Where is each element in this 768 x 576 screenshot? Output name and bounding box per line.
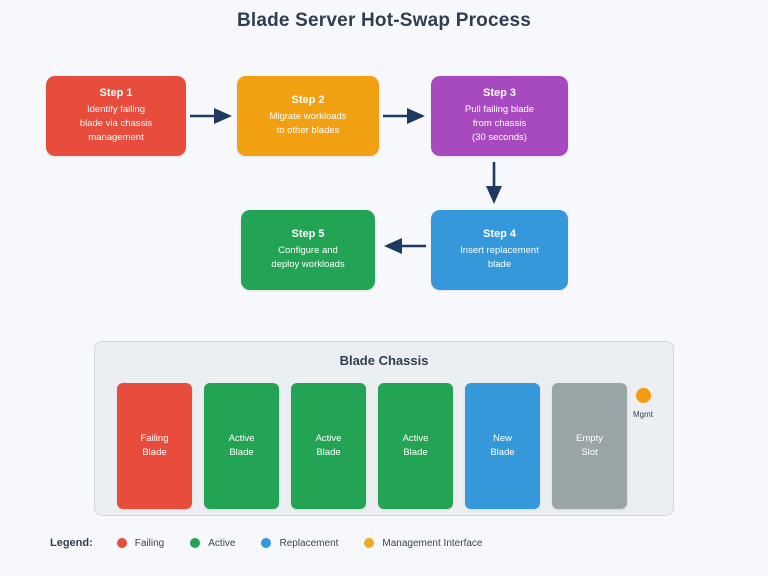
flow-step-5-description: Configure and deploy workloads: [271, 244, 344, 272]
blade-slot-3-line-2: Blade: [316, 447, 341, 458]
arrow-down-step3-to-step4-icon: [486, 162, 502, 204]
flow-step-1-title: Step 1: [99, 87, 133, 100]
flow-step-2-line-1: Migrate workloads: [269, 111, 347, 123]
legend-item-active: Active: [190, 538, 235, 549]
blade-chassis-panel: Blade Chassis Failing Blade Active Blade…: [94, 341, 674, 516]
arrow-right-step1-to-step2-icon: [190, 108, 232, 124]
legend-text-management-interface: Management Interface: [382, 537, 483, 549]
legend-item-replacement: Replacement: [261, 538, 338, 549]
legend-text-replacement: Replacement: [279, 537, 339, 549]
blade-slot-6-line-2: Slot: [581, 447, 598, 458]
blade-slot-5-new[interactable]: New Blade: [465, 383, 540, 509]
legend: Legend: Failing Active Replacement Manag…: [50, 537, 508, 549]
blade-slot-4-active[interactable]: Active Blade: [378, 383, 453, 509]
flow-step-4-title: Step 4: [482, 228, 516, 241]
flow-step-3-line-1: Pull failing blade: [464, 104, 535, 116]
legend-dot-failing-icon: [116, 538, 127, 548]
blade-slot-3-active[interactable]: Active Blade: [291, 383, 366, 509]
blade-slot-6-empty[interactable]: Empty Slot: [552, 383, 627, 509]
arrow-right-step2-to-step3-icon: [383, 108, 425, 124]
flow-step-5-line-2: deploy workloads: [271, 259, 345, 271]
blade-slot-3-line-1: Active: [315, 432, 342, 444]
legend-item-failing: Failing: [116, 537, 165, 549]
flow-step-2-line-2: to other blades: [276, 125, 340, 137]
flow-step-1-line-1: Identify failing: [86, 104, 146, 116]
flow-step-4-description: Insert replacement blade: [460, 244, 539, 272]
flow-step-5[interactable]: Step 5 Configure and deploy workloads: [241, 210, 375, 290]
legend-text-active: Active: [208, 537, 236, 549]
management-interface-dot-icon: [635, 388, 651, 403]
flow-step-4-line-2: blade: [487, 259, 512, 271]
blade-slot-1-line-2: Blade: [142, 447, 167, 458]
management-interface-indicator[interactable]: Mgmt: [623, 388, 663, 419]
blade-slot-1-line-1: Failing: [140, 432, 169, 444]
flow-step-5-title: Step 5: [291, 228, 325, 241]
flow-step-1[interactable]: Step 1 Identify failing blade via chassi…: [46, 76, 186, 156]
legend-dot-management-interface-icon: [364, 538, 375, 548]
legend-text-failing: Failing: [134, 537, 165, 549]
flow-step-5-line-1: Configure and: [278, 245, 338, 257]
blade-slot-row: Failing Blade Active Blade Active Blade …: [117, 383, 627, 509]
flow-step-1-line-3: management: [88, 131, 144, 143]
flow-step-3-title: Step 3: [482, 87, 516, 100]
flow-step-2-description: Migrate workloads to other blades: [269, 110, 346, 138]
blade-slot-6-line-1: Empty: [576, 432, 603, 444]
arrow-left-step4-to-step5-icon: [384, 238, 426, 254]
blade-slot-5-line-2: Blade: [490, 447, 515, 458]
flow-step-2-title: Step 2: [291, 94, 325, 107]
flow-step-3-description: Pull failing blade from chassis (30 seco…: [465, 103, 534, 144]
blade-slot-1-failing[interactable]: Failing Blade: [117, 383, 192, 509]
legend-label: Legend:: [50, 537, 93, 549]
flow-step-4[interactable]: Step 4 Insert replacement blade: [431, 210, 568, 290]
legend-item-management-interface: Management Interface: [364, 538, 482, 549]
flow-step-1-line-2: blade via chassis: [79, 118, 153, 130]
page-title: Blade Server Hot-Swap Process: [236, 10, 532, 31]
blade-slot-2-line-2: Blade: [229, 447, 254, 458]
blade-slot-2-active[interactable]: Active Blade: [204, 383, 279, 509]
management-interface-label: Mgmt: [633, 410, 653, 419]
flow-step-3[interactable]: Step 3 Pull failing blade from chassis (…: [431, 76, 568, 156]
flow-step-3-line-2: from chassis: [472, 118, 527, 130]
blade-slot-4-line-2: Blade: [403, 447, 428, 458]
legend-dot-active-icon: [190, 538, 201, 548]
flow-step-4-line-1: Insert replacement: [460, 245, 539, 257]
blade-chassis-title: Blade Chassis: [339, 353, 429, 368]
blade-slot-4-line-1: Active: [402, 432, 429, 444]
flow-step-1-description: Identify failing blade via chassis manag…: [80, 103, 152, 144]
blade-slot-5-line-1: New: [492, 432, 512, 444]
flow-step-2[interactable]: Step 2 Migrate workloads to other blades: [237, 76, 379, 156]
flow-step-3-line-3: (30 seconds): [472, 131, 527, 143]
blade-slot-2-line-1: Active: [228, 432, 255, 444]
legend-dot-replacement-icon: [261, 538, 272, 548]
